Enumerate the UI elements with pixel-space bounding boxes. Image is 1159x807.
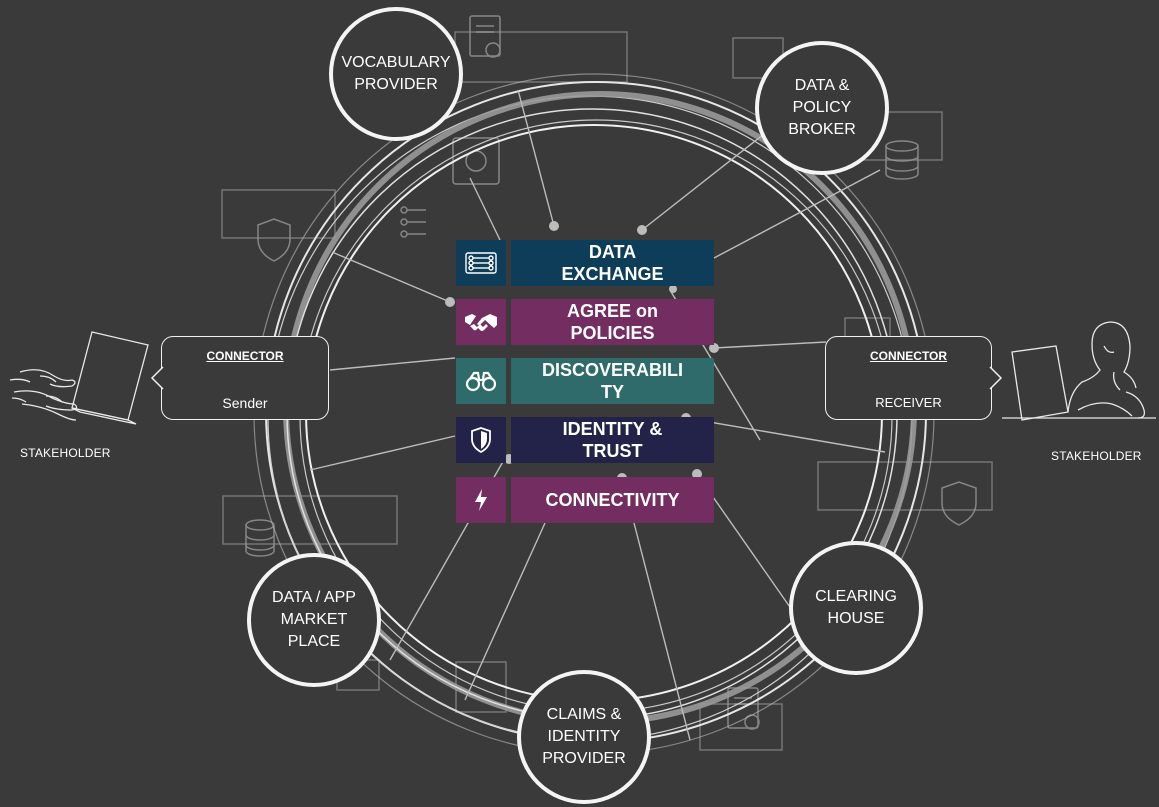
- database-icon: [245, 519, 275, 557]
- connector-receiver-label: RECEIVER: [875, 395, 942, 410]
- frame-bottom-mid: [699, 703, 783, 751]
- certificate-icon: [469, 15, 501, 58]
- connector-sender-pointer: [150, 366, 164, 390]
- layer-connectivity-icon-tile: [456, 477, 506, 523]
- stakeholder-right-label: STAKEHOLDER: [1051, 449, 1142, 463]
- role-data-app-marketplace-label: DATA / APP MARKET PLACE: [272, 589, 356, 650]
- frame-left: [221, 189, 336, 239]
- role-data-policy-broker[interactable]: DATA & POLICY BROKER: [755, 41, 889, 175]
- role-claims-identity-provider-label: CLAIMS & IDENTITY PROVIDER: [542, 706, 626, 767]
- layer-discoverability[interactable]: DISCOVERABILI TY: [511, 358, 714, 404]
- data-flow-icon: [465, 252, 497, 274]
- connector-sender-title: CONNECTOR: [206, 349, 284, 363]
- connector-receiver[interactable]: CONNECTOR RECEIVER: [825, 336, 992, 420]
- connector-sender[interactable]: CONNECTOR Sender: [161, 336, 329, 420]
- frame-bottom-right: [817, 461, 993, 511]
- layer-identity-trust[interactable]: IDENTITY & TRUST: [511, 417, 714, 463]
- layer-identity-trust-icon-tile: [456, 417, 506, 463]
- role-vocabulary-provider[interactable]: VOCABULARY PROVIDER: [329, 7, 463, 141]
- stakeholder-left-illustration: [9, 331, 149, 425]
- role-clearing-house[interactable]: CLEARING HOUSE: [789, 541, 923, 675]
- role-data-app-marketplace[interactable]: DATA / APP MARKET PLACE: [247, 553, 381, 687]
- connector-receiver-pointer: [989, 366, 1003, 390]
- connector-receiver-title: CONNECTOR: [869, 349, 948, 363]
- shield-outline-icon: [257, 218, 291, 262]
- stakeholder-left-label: STAKEHOLDER: [20, 446, 111, 460]
- connector-sender-label: Sender: [222, 395, 268, 411]
- layer-connectivity[interactable]: CONNECTIVITY: [511, 477, 714, 523]
- role-vocabulary-provider-label: VOCABULARY PROVIDER: [341, 54, 451, 93]
- frame-bottom-left: [222, 495, 398, 545]
- layer-agree-policies-icon-tile: [456, 299, 506, 345]
- layer-data-exchange[interactable]: DATA EXCHANGE: [511, 240, 714, 286]
- role-data-policy-broker-label: DATA & POLICY BROKER: [788, 77, 856, 138]
- layer-agree-policies[interactable]: AGREE on POLICIES: [511, 299, 714, 345]
- shield-outline-icon: [941, 481, 977, 526]
- role-claims-identity-provider[interactable]: CLAIMS & IDENTITY PROVIDER: [517, 670, 651, 804]
- layer-data-exchange-icon-tile: [456, 240, 506, 286]
- role-clearing-house-label: CLEARING HOUSE: [815, 588, 897, 627]
- shield-icon: [471, 427, 491, 453]
- layer-discoverability-icon-tile: [456, 358, 506, 404]
- lightning-icon: [475, 489, 487, 511]
- stakeholder-right-illustration: [1002, 321, 1156, 421]
- database-icon: [885, 140, 919, 180]
- handshake-icon: [465, 314, 497, 331]
- binoculars-icon: [465, 371, 497, 392]
- data-flow-outline-icon: [400, 206, 426, 238]
